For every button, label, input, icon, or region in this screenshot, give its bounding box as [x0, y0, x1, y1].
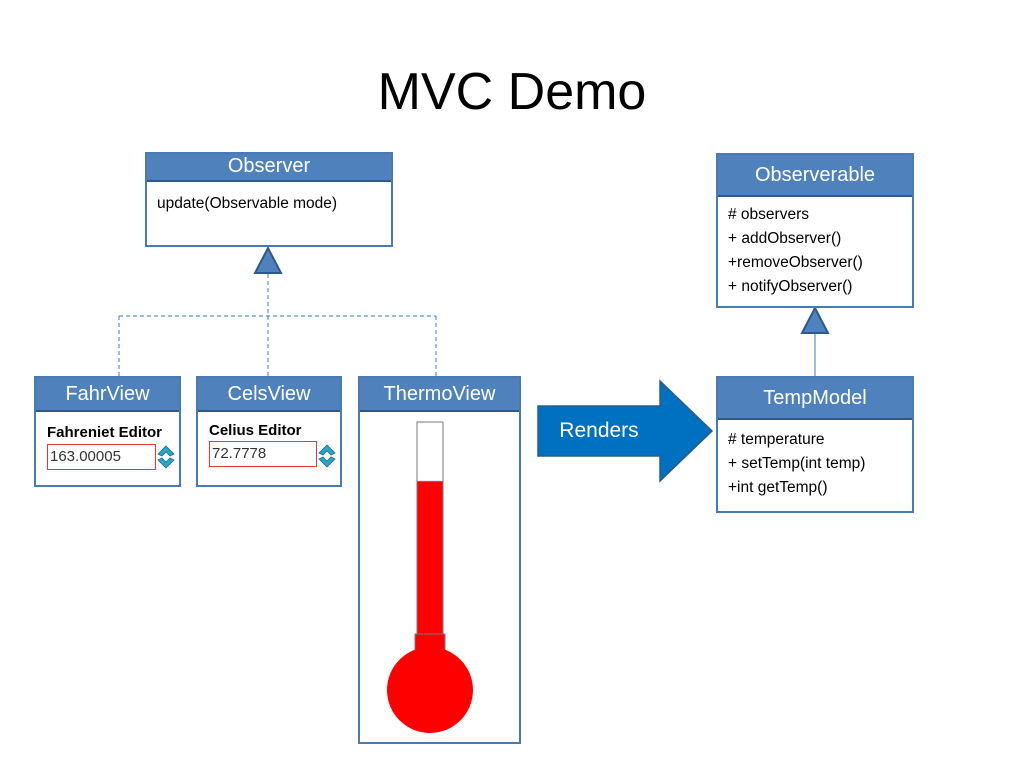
tempmodel-member: +int getTemp() — [728, 479, 828, 496]
renders-arrow — [537, 379, 714, 483]
observable-class-name: Observerable — [718, 155, 912, 197]
tempmodel-class-name: TempModel — [718, 378, 912, 420]
fahrenheit-spinner-icon[interactable] — [157, 444, 175, 470]
thermometer-graphic — [387, 421, 473, 733]
page-title: MVC Demo — [377, 63, 647, 121]
tempmodel-member: + setTemp(int temp) — [728, 455, 866, 472]
observer-inheritance-arrow — [253, 245, 283, 274]
observable-member: # observers — [728, 206, 809, 223]
celsview-box: CelsView Celius Editor 72.7778 — [196, 376, 342, 487]
thermoview-box: ThermoView — [358, 376, 521, 744]
celsview-class-name: CelsView — [198, 378, 340, 412]
tempmodel-member: # temperature — [728, 431, 825, 448]
observer-method: update(Observable mode) — [157, 195, 338, 212]
fahrenheit-input[interactable]: 163.00005 — [47, 444, 156, 470]
observer-class-box: Observer update(Observable mode) — [145, 152, 393, 247]
fahrenheit-editor-title: Fahreniet Editor — [47, 424, 163, 441]
observable-member: + addObserver() — [728, 230, 842, 247]
celsius-editor-title: Celius Editor — [209, 422, 302, 439]
dashed-connectors — [118, 274, 437, 376]
fahrview-class-name: FahrView — [36, 378, 179, 412]
tempmodel-class-box: TempModel # temperature + setTemp(int te… — [716, 376, 914, 513]
thermometer-bulb — [387, 647, 473, 733]
fahrview-box: FahrView Fahreniet Editor 163.00005 — [34, 376, 181, 487]
tempmodel-members: # temperature + setTemp(int temp) +int g… — [718, 420, 912, 506]
renders-label: Renders — [559, 419, 639, 442]
celsius-input[interactable]: 72.7778 — [209, 441, 317, 467]
thermometer-mercury — [416, 480, 444, 635]
observable-class-box: Observerable # observers + addObserver()… — [716, 153, 914, 308]
thermoview-class-name: ThermoView — [360, 378, 519, 412]
observable-members: # observers + addObserver() +removeObser… — [718, 197, 912, 305]
observer-class-name: Observer — [147, 154, 391, 182]
observable-inheritance-arrow — [800, 305, 830, 334]
celsius-spinner-icon[interactable] — [318, 443, 336, 469]
observable-member: + notifyObserver() — [728, 278, 853, 295]
observable-member: +removeObserver() — [728, 254, 863, 271]
